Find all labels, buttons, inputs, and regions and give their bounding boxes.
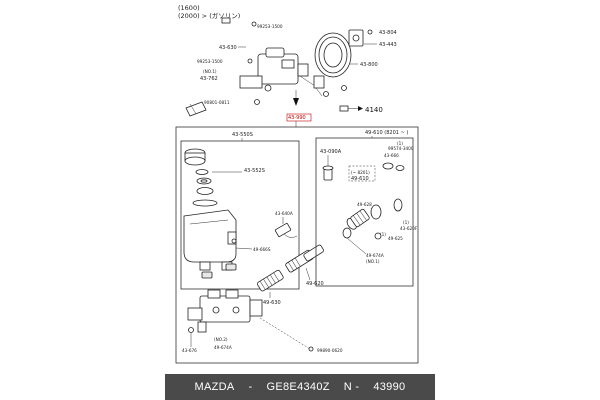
brake-booster-assembly	[313, 32, 352, 97]
label-43-800: 43-800	[360, 62, 378, 68]
caption-brand: MAZDA	[194, 381, 235, 393]
label-99890: 99890-0620	[317, 348, 343, 353]
label-no1-top: (NO.1)	[203, 69, 217, 74]
master-cylinder-top-assembly	[239, 47, 319, 92]
assembly-arrow	[293, 90, 299, 106]
label-49-630: 49-630	[263, 300, 281, 306]
label-43-550s: 43-550S	[232, 132, 253, 138]
label-p1c: (1)	[380, 232, 386, 237]
master-cylinder-frame	[175, 126, 419, 364]
label-43-552s: 43-552S	[244, 168, 265, 174]
label-4140: 4140	[365, 106, 383, 114]
label-99253-bottom: 99253-1500	[197, 59, 223, 64]
caption-part-number: GE8E4340Z	[266, 381, 330, 393]
master-cylinder-body	[187, 289, 263, 333]
reference-4140	[339, 105, 363, 112]
label-99574: 99574-3400	[388, 146, 414, 151]
label-no2: (NO.2)	[214, 337, 228, 342]
label-43-640a: 43-640A	[275, 211, 293, 216]
label-43-804: 43-804	[379, 30, 397, 36]
part-caption-bar: MAZDA - GE8E4340Z N - 43990	[165, 374, 435, 400]
label-43-090a: 43-090A	[320, 149, 342, 155]
kit-subframe	[315, 137, 414, 287]
reservoir-subframe	[180, 140, 300, 290]
label-49-666s: 49-666S	[253, 247, 271, 252]
label-49-620: 49-620	[306, 281, 324, 287]
caption-separator: -	[248, 381, 253, 393]
reservoir-cap	[184, 148, 206, 166]
header-line-1: (1600)	[178, 4, 200, 12]
label-49-628: 49-628	[357, 202, 372, 207]
stud-bolt-icon	[185, 101, 207, 117]
label-49-674a: 49-674A	[366, 253, 384, 258]
label-43-676: 43-676	[182, 348, 197, 353]
label-p1b: (1)	[403, 220, 409, 225]
label-no1-right: (NO.1)	[366, 259, 380, 264]
header-line-2: (2000) > (ガソリン)	[178, 11, 240, 20]
kit-seals	[342, 198, 403, 240]
label-43-443: 43-443	[379, 42, 397, 48]
main-part-label: 43-990	[288, 115, 306, 121]
label-49-610-header: 49-610 (8201 ~ )	[365, 130, 408, 136]
label-43-630: 43-630	[219, 45, 237, 51]
reservoir-tank	[183, 199, 237, 271]
bolt-43-090a	[322, 165, 334, 181]
label-43-666: 43-666	[384, 153, 399, 158]
piston-spring-set	[256, 244, 324, 292]
label-49-610: 49-610	[351, 176, 369, 182]
label-49-674a-bottom: 49-674A	[214, 345, 232, 350]
caption-ref-number: 43990	[373, 381, 406, 393]
label-43-762: 43-762	[200, 76, 218, 82]
hose-assembly	[221, 17, 251, 71]
cap-washers	[195, 169, 214, 195]
seal-set-top	[382, 162, 405, 171]
reservoir-grommets	[201, 263, 237, 279]
label-p1a: (1)	[397, 141, 403, 146]
label-49-625: 49-625	[388, 236, 403, 241]
label-range-8201: (~ 8201)	[351, 170, 370, 175]
label-43-620f: 43-620F	[400, 226, 418, 231]
mounting-plate	[348, 29, 364, 47]
label-90801: 90801-0811	[204, 100, 230, 105]
level-sensor	[274, 223, 298, 238]
caption-separator-2: N -	[343, 381, 360, 393]
label-99253-top: 99253-1500	[257, 24, 283, 29]
